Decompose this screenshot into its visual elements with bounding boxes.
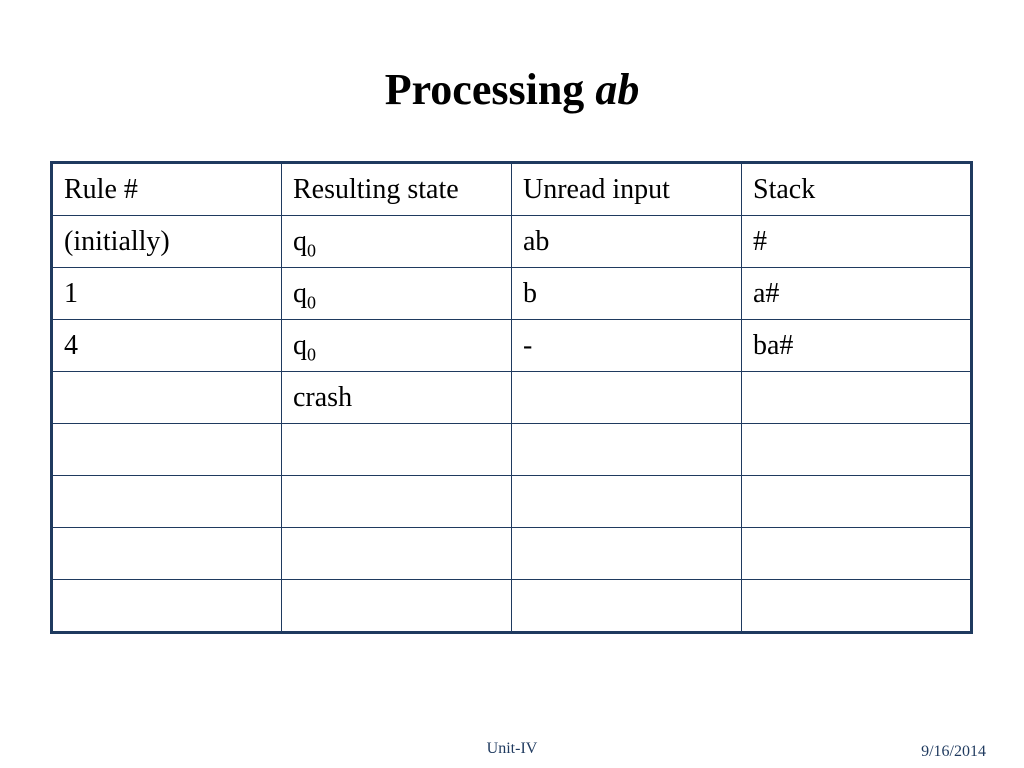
state-subscript: 0 <box>307 344 316 365</box>
slide-title: Processing ab <box>0 62 1024 118</box>
table-row <box>51 527 972 580</box>
cell-state <box>281 475 512 528</box>
cell-stack <box>741 475 972 528</box>
table-row <box>51 579 972 633</box>
header-resulting-state: Resulting state <box>281 162 512 216</box>
header-unread-input: Unread input <box>511 162 742 216</box>
cell-rule: 1 <box>51 267 282 320</box>
state-text: q <box>293 225 307 257</box>
cell-rule <box>51 423 282 476</box>
header-rule: Rule # <box>51 162 282 216</box>
cell-input: ab <box>511 215 742 268</box>
cell-state <box>281 527 512 580</box>
cell-stack <box>741 579 972 633</box>
cell-input <box>511 371 742 424</box>
state-subscript: 0 <box>307 292 316 313</box>
cell-stack: # <box>741 215 972 268</box>
cell-input: - <box>511 319 742 372</box>
header-stack: Stack <box>741 162 972 216</box>
cell-rule: 4 <box>51 319 282 372</box>
cell-rule: (initially) <box>51 215 282 268</box>
cell-input: b <box>511 267 742 320</box>
table-row: (initially) q0 ab # <box>51 215 972 268</box>
cell-state: q0 <box>281 267 512 320</box>
state-text: q <box>293 329 307 361</box>
table-row: 1 q0 b a# <box>51 267 972 320</box>
cell-input <box>511 579 742 633</box>
cell-stack <box>741 527 972 580</box>
title-emphasis: ab <box>595 65 640 114</box>
title-text: Processing <box>384 65 585 114</box>
cell-rule <box>51 371 282 424</box>
processing-table: Rule # Resulting state Unread input Stac… <box>50 161 973 634</box>
cell-state <box>281 423 512 476</box>
table-row <box>51 475 972 528</box>
cell-rule <box>51 475 282 528</box>
cell-input <box>511 423 742 476</box>
cell-stack <box>741 423 972 476</box>
cell-stack: ba# <box>741 319 972 372</box>
state-text: q <box>293 277 307 309</box>
cell-state <box>281 579 512 633</box>
table-header-row: Rule # Resulting state Unread input Stac… <box>51 162 972 216</box>
cell-state: q0 <box>281 319 512 372</box>
cell-state: crash <box>281 371 512 424</box>
state-text: crash <box>293 381 353 413</box>
cell-input <box>511 527 742 580</box>
footer-unit: Unit-IV <box>486 740 538 757</box>
table-row: crash <box>51 371 972 424</box>
cell-stack <box>741 371 972 424</box>
cell-input <box>511 475 742 528</box>
table-row: 4 q0 - ba# <box>51 319 972 372</box>
state-subscript: 0 <box>307 240 316 261</box>
cell-rule <box>51 579 282 633</box>
cell-state: q0 <box>281 215 512 268</box>
cell-stack: a# <box>741 267 972 320</box>
cell-rule <box>51 527 282 580</box>
table-row <box>51 423 972 476</box>
footer-date: 9/16/2014 <box>921 743 986 760</box>
